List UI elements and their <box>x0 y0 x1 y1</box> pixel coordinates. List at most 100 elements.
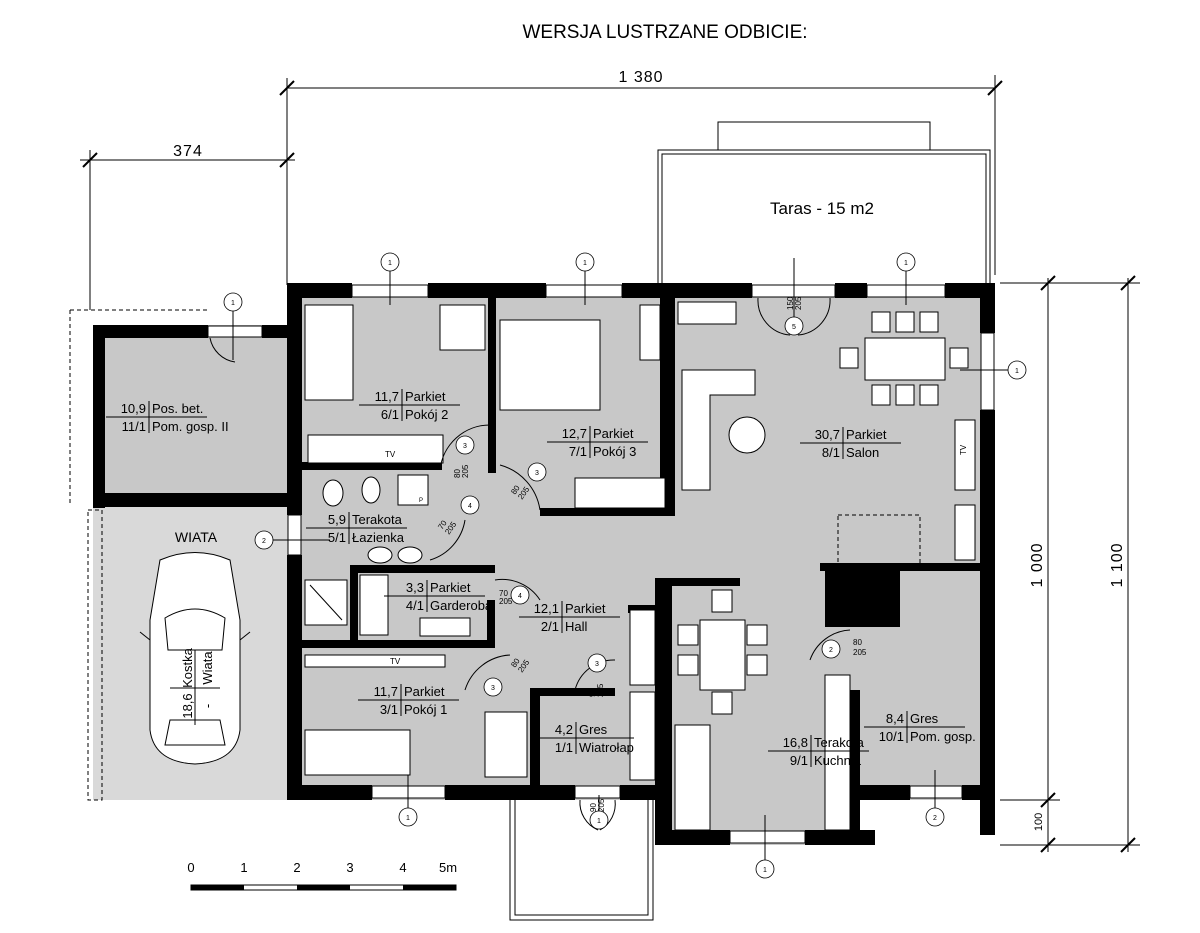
sink <box>397 546 423 564</box>
svg-text:205: 205 <box>461 464 470 478</box>
room-floor: Pos. bet. <box>152 401 203 416</box>
svg-text:4: 4 <box>468 503 472 510</box>
tv-cabinet <box>954 419 976 491</box>
room-name: Pokój 2 <box>405 407 448 422</box>
svg-text:3: 3 <box>535 470 539 477</box>
window[interactable] <box>729 830 806 844</box>
svg-text:1: 1 <box>1015 368 1019 375</box>
kitchen-cabinets <box>824 674 851 831</box>
room-label: 30,7 Parkiet 8/1 Salon <box>800 427 901 460</box>
room-name: Salon <box>846 445 879 460</box>
scale-label: 1 <box>240 860 247 875</box>
wardrobe <box>639 304 661 361</box>
scale-label: 2 <box>293 860 300 875</box>
scale-label: 5m <box>439 860 457 875</box>
svg-text:1: 1 <box>597 818 601 825</box>
room-floor: Parkiet <box>430 580 471 595</box>
room-number: 6/1 <box>381 407 399 422</box>
room-area: 16,8 <box>783 735 808 750</box>
terrace: Taras - 15 m2 <box>657 121 991 286</box>
carport-area: 18,6 <box>180 693 195 718</box>
room-area: 3,3 <box>406 580 424 595</box>
room-number: 2/1 <box>541 619 559 634</box>
dimension-total-width: 1 380 <box>279 69 1003 285</box>
room-name: Pom. gosp. <box>910 729 976 744</box>
svg-text:80: 80 <box>853 638 862 647</box>
svg-text:3: 3 <box>491 685 495 692</box>
room-floor: Gres <box>579 722 608 737</box>
window[interactable] <box>980 332 995 411</box>
svg-text:91: 91 <box>588 688 597 697</box>
carport-label: WIATA <box>175 529 218 545</box>
room-floor: Gres <box>910 711 939 726</box>
tv-label: TV <box>385 450 396 459</box>
svg-text:4: 4 <box>518 593 522 600</box>
room-area: 8,4 <box>886 711 904 726</box>
svg-text:205: 205 <box>794 296 803 310</box>
room-name: Pokój 1 <box>404 702 447 717</box>
coffee-table <box>728 416 766 454</box>
carport-floor: Kostka <box>180 647 195 688</box>
svg-text:1: 1 <box>904 260 908 267</box>
room-name: Kuchnia <box>814 753 862 768</box>
total-depth-label: 1 100 <box>1109 542 1126 587</box>
svg-text:3: 3 <box>463 443 467 450</box>
window[interactable] <box>287 514 302 556</box>
total-width-label: 1 380 <box>618 69 663 86</box>
door-terrace[interactable] <box>757 297 831 336</box>
desk-tv <box>307 434 444 464</box>
room-number: 4/1 <box>406 598 424 613</box>
room-name: Pom. gosp. II <box>152 419 229 434</box>
scale-bar: 0 1 2 3 4 5m <box>187 860 457 891</box>
porch <box>509 794 654 921</box>
window[interactable] <box>545 284 623 298</box>
door-pokoj-1[interactable] <box>464 654 511 691</box>
offset-label: 100 <box>1033 813 1045 831</box>
annex-door[interactable] <box>207 325 263 338</box>
door-lazienka[interactable] <box>429 519 466 561</box>
bidet <box>361 476 381 504</box>
svg-text:TV: TV <box>959 444 968 455</box>
entrance-door[interactable] <box>574 785 621 799</box>
door-dimensions: 80 205 80 205 70 205 70 205 80 205 91 20… <box>436 296 867 812</box>
svg-text:3: 3 <box>595 661 599 668</box>
door-pokoj-2[interactable] <box>439 424 491 471</box>
room-area: 12,7 <box>562 426 587 441</box>
room-number: 8/1 <box>822 445 840 460</box>
carport-name: Wiata <box>200 651 215 685</box>
room-name: Hall <box>565 619 588 634</box>
svg-text:1: 1 <box>231 300 235 307</box>
svg-text:5: 5 <box>792 324 796 331</box>
svg-text:205: 205 <box>499 597 513 606</box>
room-area: 5,9 <box>328 512 346 527</box>
room-number: 7/1 <box>569 444 587 459</box>
svg-text:70: 70 <box>499 589 508 598</box>
bed-pokoj-2 <box>304 304 354 401</box>
room-name: Łazienka <box>352 530 405 545</box>
room-number: 9/1 <box>790 753 808 768</box>
door-pokoj-3[interactable] <box>499 464 541 511</box>
main-depth-label: 1 000 <box>1029 542 1046 587</box>
terrace-label: Taras - 15 m2 <box>770 199 874 218</box>
room-floor: Terakota <box>352 512 403 527</box>
walls <box>93 283 995 845</box>
room-floor: Parkiet <box>846 427 887 442</box>
room-number: 10/1 <box>879 729 904 744</box>
window[interactable] <box>909 785 963 799</box>
door-pom-gosp[interactable] <box>809 629 851 661</box>
toilet <box>322 479 344 507</box>
room-floor: Parkiet <box>404 684 445 699</box>
door-annex[interactable] <box>209 337 236 363</box>
svg-text:80: 80 <box>453 469 462 478</box>
svg-text:1: 1 <box>388 260 392 267</box>
room-floor: Parkiet <box>405 389 446 404</box>
door-garderoba[interactable] <box>494 578 541 601</box>
sink <box>367 546 393 564</box>
room-area: 30,7 <box>815 427 840 442</box>
